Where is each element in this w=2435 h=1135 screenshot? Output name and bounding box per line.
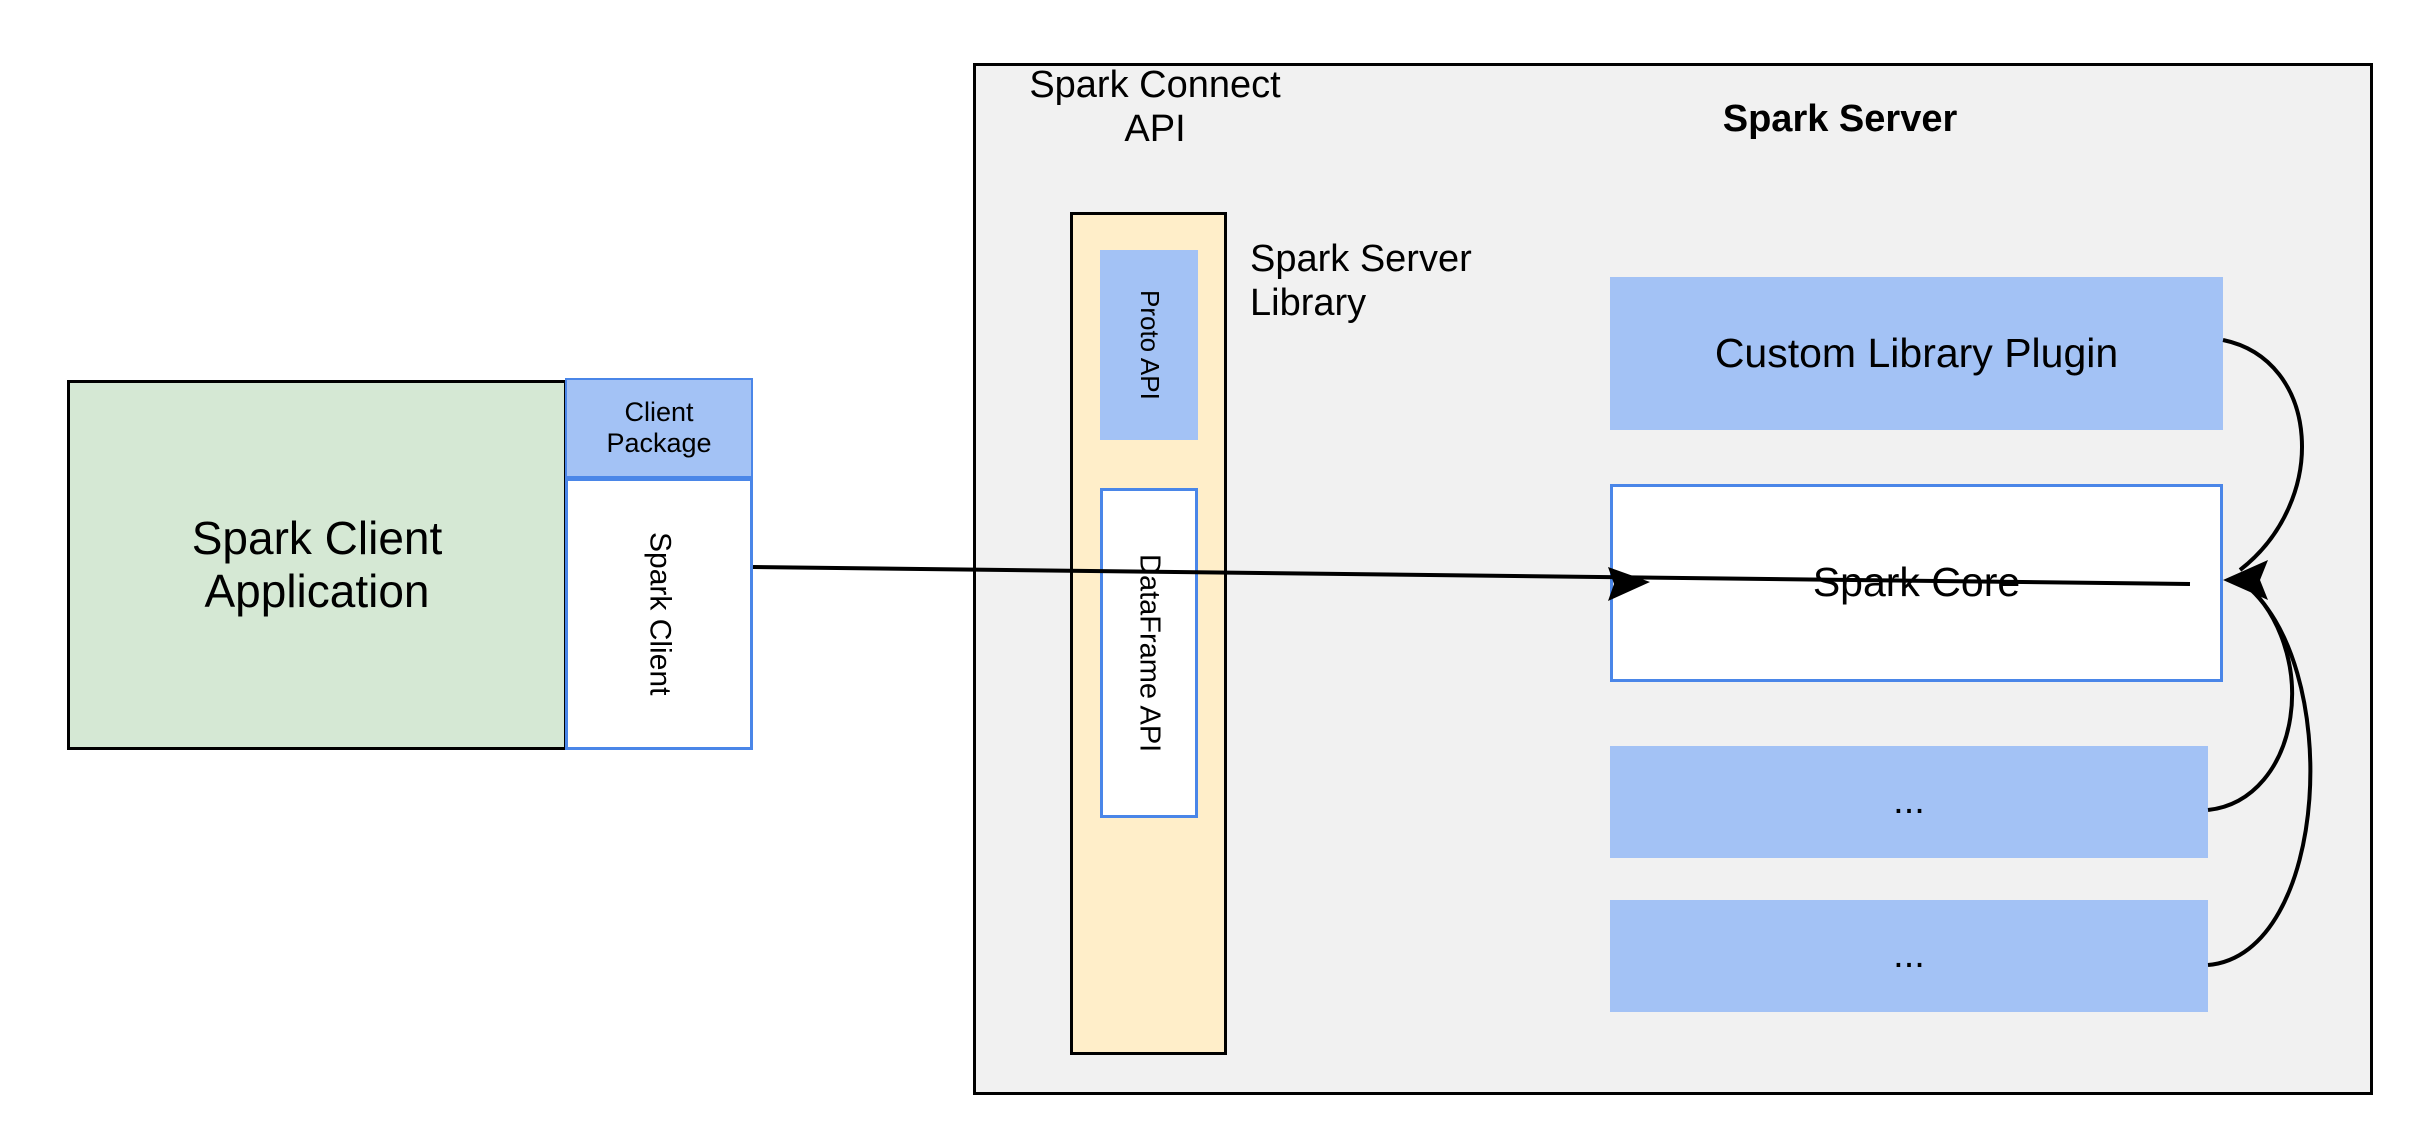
spark-connect-api-label: Spark Connect API [1010, 62, 1300, 154]
spark-server-library-label-line2: Library [1250, 281, 1367, 324]
custom-library-plugin-box[interactable]: Custom Library Plugin [1610, 277, 2223, 430]
ellipsis-label-1: ... [1893, 780, 1925, 823]
spark-connect-api-label-line2: API [1124, 108, 1186, 150]
client-package-line2: Package [606, 428, 712, 458]
spark-core-box[interactable]: Spark Core [1610, 484, 2223, 682]
ellipsis-box-2[interactable]: ... [1610, 900, 2208, 1012]
spark-client-box[interactable]: Spark Client [565, 478, 753, 750]
spark-client-application-line1: Spark Client [191, 512, 443, 565]
spark-connect-api-label-line1: Spark Connect [1029, 64, 1281, 107]
spark-core-label: Spark Core [1812, 559, 2021, 606]
spark-client-application-box[interactable]: Spark Client Application [67, 380, 567, 750]
spark-client-label: Spark Client [643, 532, 677, 696]
custom-library-plugin-label: Custom Library Plugin [1714, 329, 2119, 376]
proto-api-label: Proto API [1134, 290, 1165, 400]
ellipsis-box-1[interactable]: ... [1610, 746, 2208, 858]
spark-server-library-label: Spark Server Library [1250, 238, 1550, 330]
client-package-line1: Client [624, 396, 694, 427]
dataframe-api-label: DataFrame API [1133, 553, 1166, 753]
spark-server-library-label-line1: Spark Server [1250, 238, 1472, 280]
ellipsis-label-2: ... [1893, 934, 1925, 977]
dataframe-api-box[interactable]: DataFrame API [1100, 488, 1198, 818]
spark-server-title: Spark Server [1722, 98, 1958, 141]
client-package-box[interactable]: Client Package [565, 378, 753, 478]
spark-client-application-line2: Application [204, 565, 430, 617]
proto-api-box[interactable]: Proto API [1100, 250, 1198, 440]
